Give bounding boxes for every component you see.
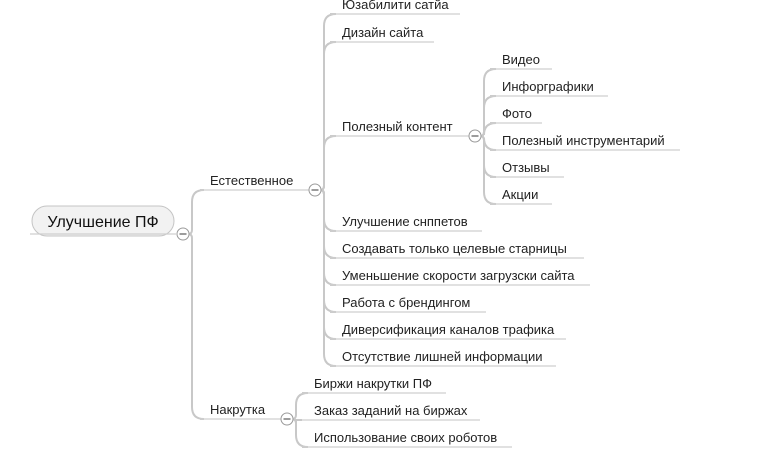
connector-natural-2 (319, 135, 337, 191)
node-reviews[interactable]: Отзывы (490, 160, 564, 178)
node-own-robots[interactable]: Использование своих роботов (302, 430, 512, 448)
connector-boost-2 (291, 418, 309, 448)
connector-natural-0 (319, 13, 337, 191)
node-video[interactable]: Видео (490, 52, 552, 70)
collapse-toggle-content[interactable] (468, 129, 482, 143)
node-photo[interactable]: Фото (490, 106, 542, 124)
branch-boost[interactable]: Накрутка (200, 402, 284, 420)
collapse-toggle-boost[interactable] (280, 412, 294, 426)
node-design[interactable]: Дизайн сайта (330, 25, 434, 43)
svg-text:Использование своих роботов: Использование своих роботов (314, 430, 497, 445)
collapse-toggle-natural[interactable] (308, 183, 322, 197)
svg-text:Заказ заданий на биржах: Заказ заданий на биржах (314, 403, 468, 418)
branch-boost-label: Накрутка (210, 402, 266, 417)
svg-text:Полезный инструментарий: Полезный инструментарий (502, 133, 665, 148)
svg-text:Уменьшение скорости загрузски: Уменьшение скорости загрузски сайта (342, 268, 575, 283)
node-speed[interactable]: Уменьшение скорости загрузски сайта (330, 268, 590, 286)
node-useful-content[interactable]: Полезный контент (330, 119, 472, 137)
svg-text:Отсутствие лишней информации: Отсутствие лишней информации (342, 349, 542, 364)
svg-text:Инфорграфики: Инфорграфики (502, 79, 594, 94)
connector-content-1 (479, 95, 497, 137)
connector-natural-1 (319, 41, 337, 191)
svg-text:Дизайн сайта: Дизайн сайта (342, 25, 424, 40)
svg-text:Биржи накрутки ПФ: Биржи накрутки ПФ (314, 376, 432, 391)
svg-text:Видео: Видео (502, 52, 540, 67)
boost-children: Биржи накрутки ПФ Заказ заданий на биржа… (302, 376, 512, 448)
node-infographics[interactable]: Инфорграфики (490, 79, 608, 97)
node-pf-exchanges[interactable]: Биржи накрутки ПФ (302, 376, 446, 394)
connector-root-boost (187, 233, 205, 420)
connector-natural-7 (319, 189, 337, 340)
connector-content-3 (479, 135, 497, 151)
connector-natural-4 (319, 189, 337, 259)
node-branding[interactable]: Работа с брендингом (330, 295, 486, 313)
content-children: Видео Инфорграфики Фото Полезный инструм… (490, 52, 680, 205)
connector-root-natural (187, 189, 205, 235)
node-no-extra-info[interactable]: Отсутствие лишней информации (330, 349, 556, 367)
node-snippets[interactable]: Улучшение снппетов (330, 214, 482, 232)
node-usability[interactable]: Юзабилити сатйа (330, 0, 460, 15)
connector-boost-0 (291, 392, 309, 420)
connector-natural-5 (319, 189, 337, 286)
node-tools[interactable]: Полезный инструментарий (490, 133, 680, 151)
node-exchange-tasks[interactable]: Заказ заданий на биржах (302, 403, 480, 421)
connector-content-4 (479, 135, 497, 178)
svg-text:Диверсификация каналов трафика: Диверсификация каналов трафика (342, 322, 555, 337)
collapse-toggle-root[interactable] (176, 227, 190, 241)
node-traffic-channels[interactable]: Диверсификация каналов трафика (330, 322, 566, 340)
branch-natural[interactable]: Естественное (200, 173, 312, 191)
node-target-pages[interactable]: Создавать только целевые старницы (330, 241, 584, 259)
connector-natural-6 (319, 189, 337, 313)
connector-content-2 (479, 122, 497, 137)
svg-text:Акции: Акции (502, 187, 538, 202)
svg-text:Полезный контент: Полезный контент (342, 119, 453, 134)
svg-text:Фото: Фото (502, 106, 532, 121)
node-promotions[interactable]: Акции (490, 187, 552, 205)
natural-children: Юзабилити сатйа Дизайн сайта Полезный ко… (330, 0, 590, 367)
svg-text:Отзывы: Отзывы (502, 160, 550, 175)
svg-text:Создавать только целевые старн: Создавать только целевые старницы (342, 241, 567, 256)
connector-content-5 (479, 135, 497, 205)
root-node[interactable]: Улучшение ПФ (31, 205, 175, 237)
svg-text:Улучшение снппетов: Улучшение снппетов (342, 214, 468, 229)
svg-text:Юзабилити сатйа: Юзабилити сатйа (342, 0, 449, 12)
root-label: Улучшение ПФ (47, 214, 158, 231)
branch-natural-label: Естественное (210, 173, 293, 188)
svg-text:Работа с брендингом: Работа с брендингом (342, 295, 470, 310)
connector-natural-3 (319, 189, 337, 232)
